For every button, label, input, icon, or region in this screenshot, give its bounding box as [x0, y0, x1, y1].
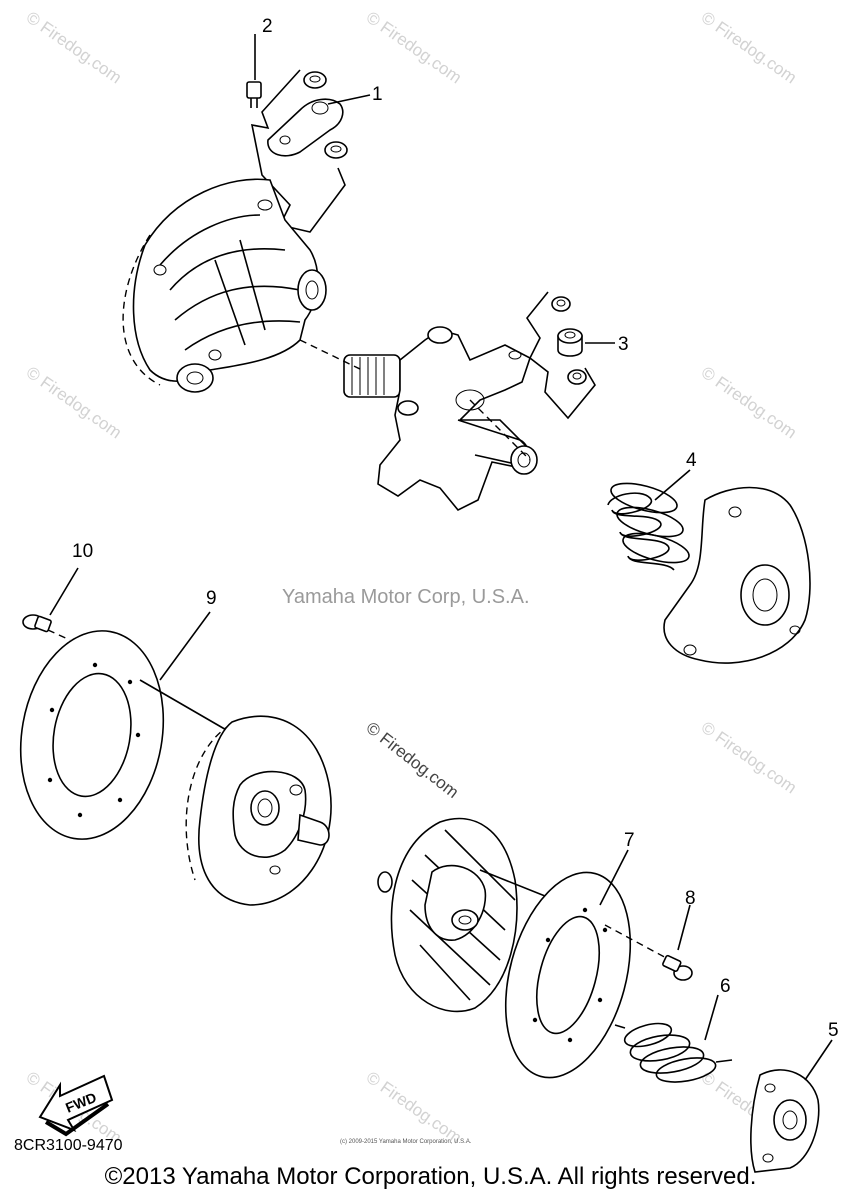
leader-10	[49, 567, 79, 616]
watermark-firedog: © Firedog.com	[698, 718, 800, 798]
exploded-axis-line	[47, 629, 71, 641]
leader-6	[704, 994, 719, 1041]
callout-1: 1	[372, 84, 383, 105]
leader-7	[599, 849, 629, 906]
exploded-axis-line	[469, 399, 531, 461]
sliding-sheave	[185, 715, 332, 906]
callout-10: 10	[72, 541, 93, 562]
watermark-firedog: © Firedog.com	[363, 1068, 465, 1148]
callout-5: 5	[828, 1020, 839, 1041]
watermark-firedog-center: © Firedog.com	[363, 718, 463, 802]
part-6-spring	[614, 1022, 733, 1083]
copyright-notice: ©2013 Yamaha Motor Corporation, U.S.A. A…	[104, 1163, 757, 1190]
watermark-firedog: © Firedog.com	[698, 363, 800, 443]
leader-1	[327, 94, 371, 105]
watermark-firedog: © Firedog.com	[363, 8, 465, 88]
callout-6: 6	[720, 976, 731, 997]
callout-4: 4	[686, 450, 697, 471]
watermark-firedog: © Firedog.com	[23, 8, 125, 88]
watermark-firedog: © Firedog.com	[698, 8, 800, 88]
part-8-bolt	[662, 954, 693, 981]
part-5-bracket	[750, 1069, 820, 1173]
part-4-spring	[607, 482, 690, 571]
callout-8: 8	[685, 888, 696, 909]
leader-4	[654, 469, 691, 501]
part-2-bolt	[246, 81, 262, 108]
part-9-disc-plate	[19, 630, 165, 840]
fine-print: (c) 2009-2015 Yamaha Motor Corporation, …	[340, 1139, 472, 1145]
leader-5	[804, 1039, 833, 1081]
exploded-part-3-line	[526, 291, 596, 420]
callout-9: 9	[206, 588, 217, 609]
leader-9	[159, 611, 211, 681]
exploded-bracket-line	[250, 69, 346, 233]
fixed-sheave-housing	[122, 178, 327, 393]
part-10-bolt	[22, 614, 52, 633]
callout-2: 2	[262, 16, 273, 37]
exploded-axis-line	[604, 924, 671, 961]
part-7-disc-plate	[504, 871, 632, 1079]
part-3-bushings	[551, 296, 587, 385]
part-code: 8CR3100-9470	[14, 1137, 123, 1154]
center-spider-shaft	[343, 326, 538, 512]
center-watermark: Yamaha Motor Corp, U.S.A.	[282, 586, 530, 608]
callout-7: 7	[624, 830, 635, 851]
cover-plate	[663, 486, 811, 664]
secondary-sheave	[377, 817, 518, 1013]
leader-8	[677, 904, 691, 951]
watermark-firedog: © Firedog.com	[23, 363, 125, 443]
part-1-bracket	[267, 71, 348, 159]
exploded-axis-line	[139, 679, 236, 736]
callout-3: 3	[618, 334, 629, 355]
